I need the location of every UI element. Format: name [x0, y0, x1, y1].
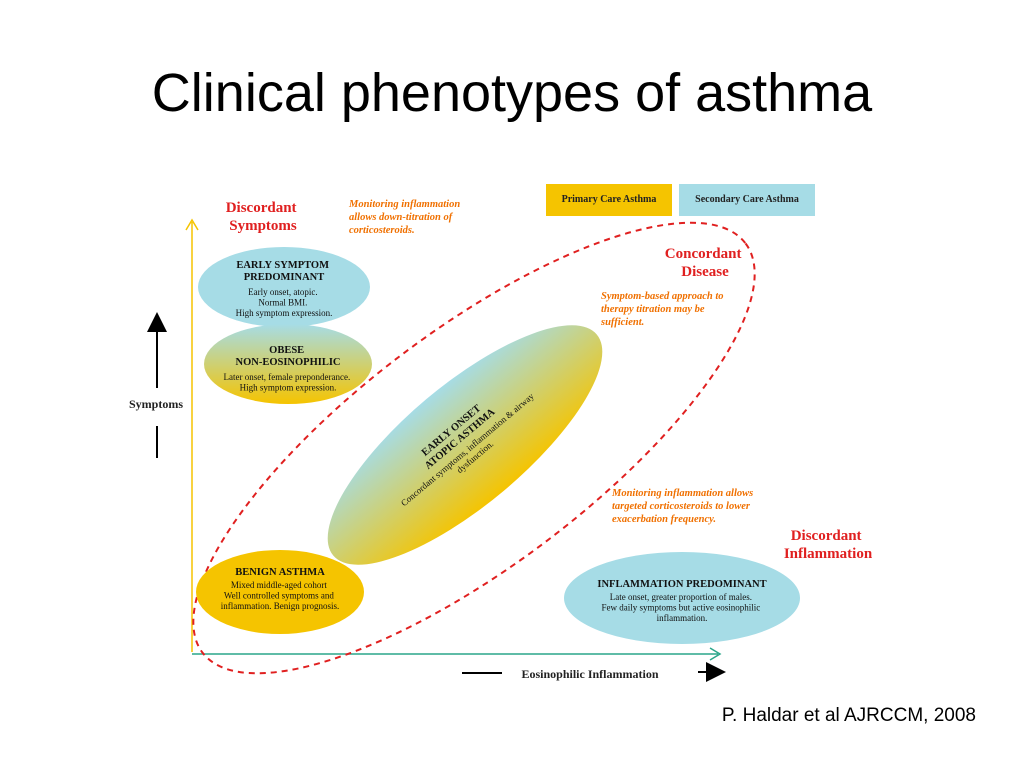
- slide-title: Clinical phenotypes of asthma: [151, 63, 873, 123]
- concordant-disease-boundary: [192, 221, 756, 675]
- legend-primary-label: Primary Care Asthma: [562, 194, 657, 205]
- phenotype-title: OBESE NON-EOSINOPHILIC: [235, 345, 340, 368]
- phenotype-early-symptom-predominant: EARLY SYMPTOM PREDOMINANT Early onset, a…: [198, 247, 370, 327]
- phenotype-ellipse: [204, 324, 372, 404]
- phenotype-ellipse: [196, 550, 364, 634]
- legend-primary-swatch: [546, 184, 672, 216]
- phenotype-title: EARLY SYMPTOM PREDOMINANT: [236, 260, 331, 283]
- discordant-inflammation-label: Discordant Inflammation: [784, 528, 873, 562]
- y-axis-label: Symptoms: [129, 397, 183, 411]
- legend: Primary Care Asthma Secondary Care Asthm…: [546, 184, 815, 216]
- phenotype-inflammation-predominant: INFLAMMATION PREDOMINANT Late onset, gre…: [564, 552, 800, 644]
- note-right: Symptom-based approach to therapy titrat…: [600, 291, 726, 328]
- phenotype-ellipse: [327, 325, 603, 565]
- phenotype-title: INFLAMMATION PREDOMINANT: [597, 579, 766, 590]
- phenotype-description: Mixed middle-aged cohort Well controlled…: [221, 580, 340, 611]
- note-top: Monitoring inflammation allows down-titr…: [348, 199, 463, 236]
- phenotype-ellipse: [198, 247, 370, 327]
- legend-secondary-label: Secondary Care Asthma: [695, 194, 799, 205]
- legend-secondary-swatch: [679, 184, 815, 216]
- y-axis-arrowhead: [185, 218, 199, 231]
- phenotype-description: Later onset, female preponderance. High …: [224, 372, 353, 393]
- x-axis-arrowhead: [709, 647, 722, 661]
- discordant-symptoms-label: Discordant Symptoms: [226, 200, 301, 234]
- citation: P. Haldar et al AJRCCM, 2008: [721, 705, 976, 726]
- phenotype-description: Late onset, greater proportion of males.…: [602, 592, 763, 623]
- phenotype-description: Early onset, atopic. Normal BMI. High sy…: [236, 287, 333, 318]
- phenotype-ellipse: [564, 552, 800, 644]
- phenotype-benign-asthma: BENIGN ASTHMA Mixed middle-aged cohort W…: [196, 550, 364, 634]
- phenotype-obese-non-eosinophilic: OBESE NON-EOSINOPHILIC Later onset, fema…: [204, 324, 372, 404]
- note-bottom: Monitoring inflammation allows targeted …: [611, 488, 756, 525]
- concordant-disease-label: Concordant Disease: [665, 246, 745, 280]
- phenotype-title: BENIGN ASTHMA: [235, 567, 325, 578]
- x-axis-label: Eosinophilic Inflammation: [521, 667, 658, 681]
